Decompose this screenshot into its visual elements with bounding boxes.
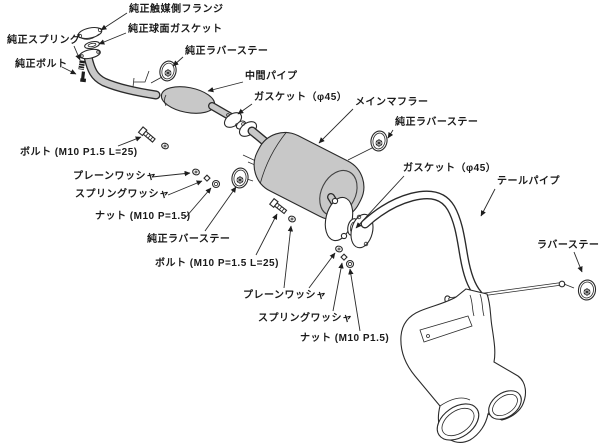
leader-plain-washer-2a [283,225,294,289]
leader-mid-pipe [207,81,244,93]
label-bolt-m10-1: ボルト (M10 P1.5 L=25) [20,147,138,158]
leader-spring-washer-2 [332,262,344,312]
leader-plain-washer-2b [308,252,336,289]
label-stock-rubber-stay-1: 純正ラバーステー [185,46,269,57]
label-stock-bolt: 純正ボルト [15,59,68,70]
leader-stock-rubber-stay-2 [387,129,394,139]
label-rubber-stay-4: ラバーステー [537,240,600,251]
label-plain-washer-1: プレーンワッシャ [73,171,157,182]
label-spring-washer-2: スプリングワッシャ [258,313,353,324]
leader-stock-catalyst-flange [100,12,128,31]
leader-spring-washer-1 [167,180,203,196]
label-main-muffler: メインマフラー [355,97,429,108]
label-gasket-45-1: ガスケット（φ45） [254,92,348,103]
label-nut-2: ナット (M10 P1.5) [300,333,390,344]
label-spring-washer-1: スプリングワッシャ [75,189,170,200]
label-stock-catalyst-flange: 純正触媒側フランジ [129,4,224,15]
leader-gasket-45-1 [237,103,253,115]
hardware-set-2 [268,197,355,269]
rubber-stay-4-graphic [577,279,597,301]
leader-rubber-stay-4 [573,251,583,273]
leader-bolt-m10-2 [255,213,278,256]
rubber-stay-3-graphic [231,167,249,189]
label-stock-spherical-gasket: 純正球面ガスケット [128,24,223,35]
label-tail-pipe: テールパイプ [497,176,560,187]
rear-tail-assembly [400,288,527,443]
front-pipe [83,52,161,100]
leader-bolt-m10-1 [117,136,142,147]
leader-nut-2 [348,268,361,332]
leader-nut-1 [185,187,212,218]
leader-lines [61,12,583,332]
leader-stock-rubber-stay-1 [172,56,184,67]
main-muffler-body [242,131,375,221]
stock-bolt-graphic [80,71,87,83]
label-stock-spring: 純正スプリング [7,35,81,46]
leader-main-muffler [318,108,354,144]
hardware-set-1 [137,126,221,189]
tail-pipe-graphic [360,190,483,299]
resonator [160,86,235,121]
catalyst-flange-group [77,26,103,60]
leader-stock-spherical-gasket [98,32,127,45]
leader-plain-washer-1 [151,170,191,178]
label-stock-rubber-stay-3: 純正ラバーステー [147,234,231,245]
stock-spring-graphic [78,60,86,70]
label-bolt-m10-2: ボルト (M10 P=1.5 L=25) [155,258,279,269]
leader-tail-pipe [480,188,496,217]
label-mid-pipe: 中間パイプ [245,71,298,82]
rubber-stay-2-graphic [370,130,388,152]
label-nut-1: ナット (M10 P=1.5) [95,211,191,222]
leader-stock-bolt [61,66,77,75]
label-plain-washer-2: プレーンワッシャ [243,290,327,301]
leader-gasket-45-2 [355,175,405,229]
leader-stock-spring [73,45,81,61]
label-stock-rubber-stay-2: 純正ラバーステー [395,117,479,128]
label-gasket-45-2: ガスケット（φ45） [403,163,497,174]
leader-stock-rubber-stay-3 [204,186,237,232]
rubber-stay-1-graphic [132,60,177,88]
